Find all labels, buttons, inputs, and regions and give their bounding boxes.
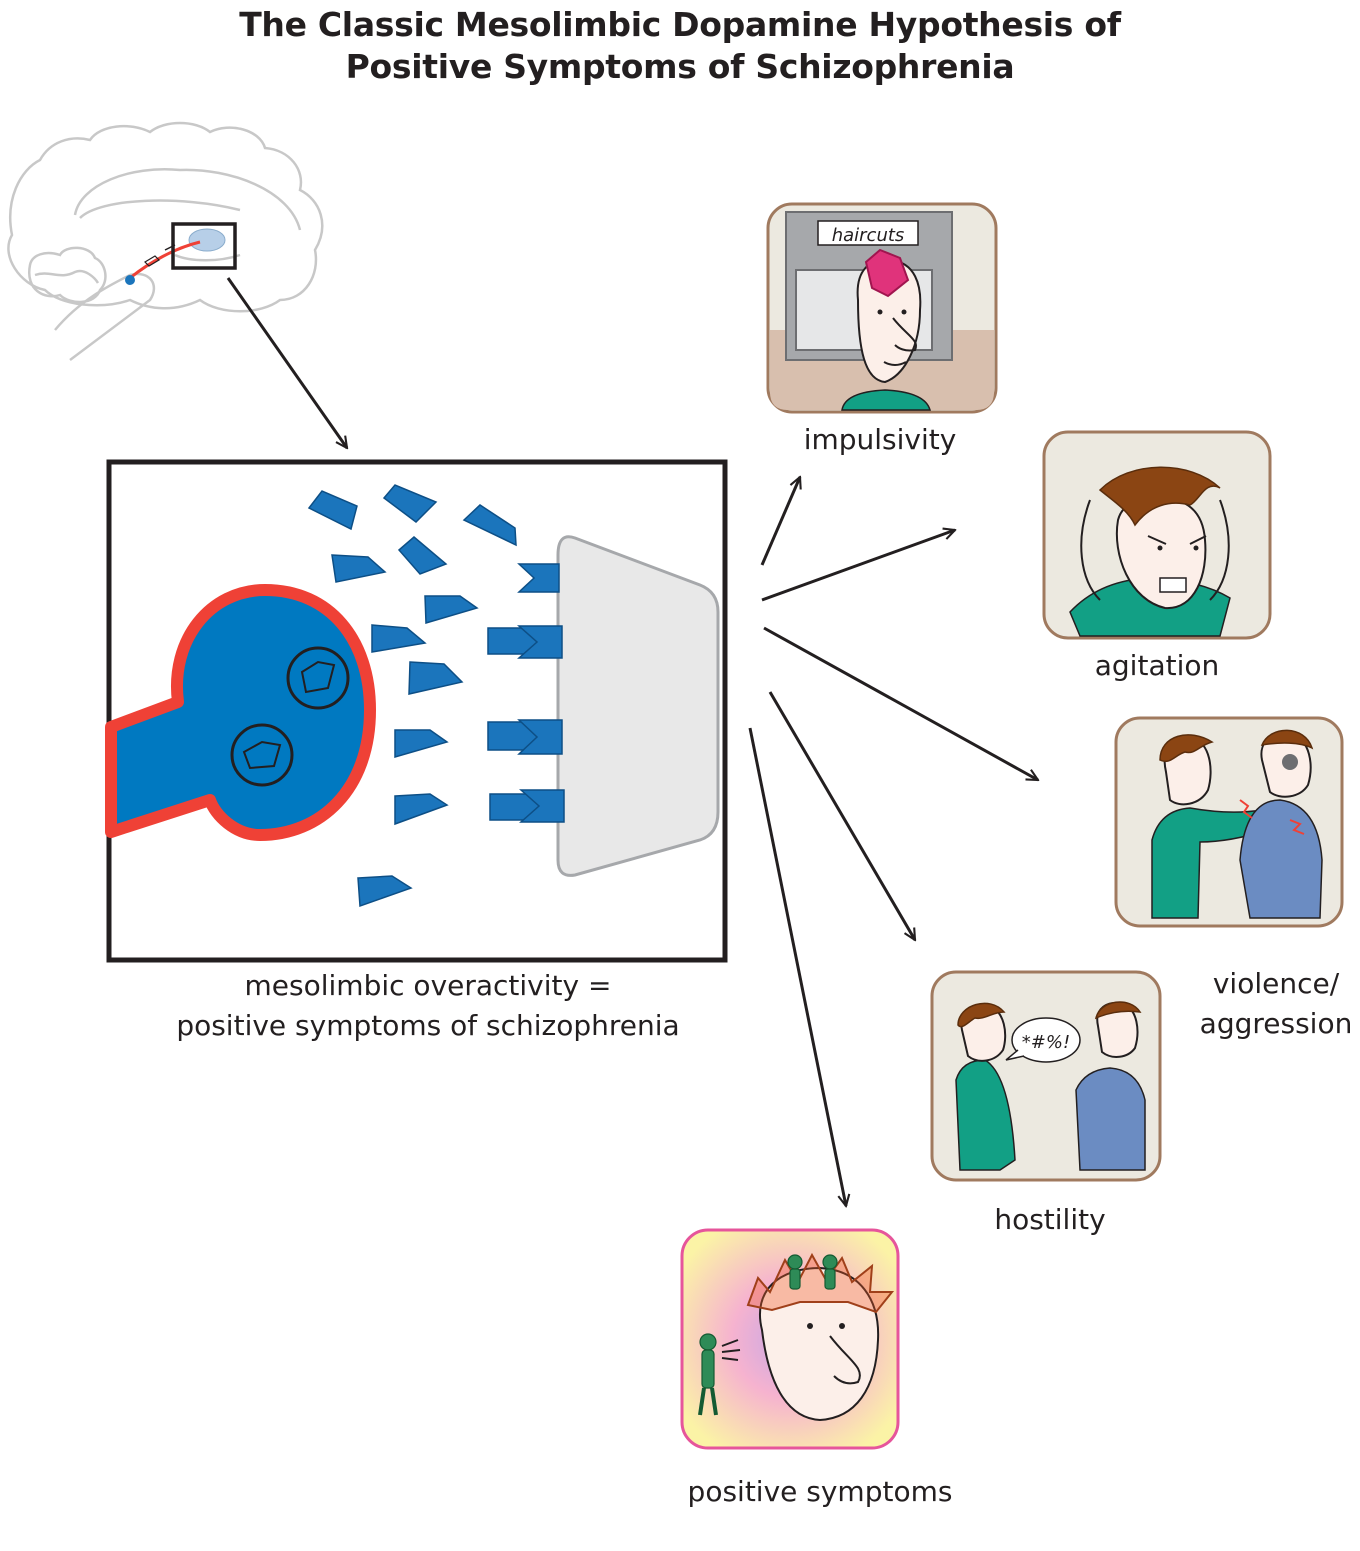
- hostility-panel: *#%!: [930, 970, 1162, 1182]
- positive-symptoms-label: positive symptoms: [687, 1475, 953, 1508]
- haircuts-sign: haircuts: [832, 225, 905, 246]
- synapse-panel: [105, 459, 728, 963]
- agitation-panel: [1042, 430, 1272, 640]
- receptor-bound-dopamine: [487, 563, 565, 823]
- violence-label: violence/: [1212, 967, 1340, 1000]
- synaptic-vesicle: [286, 646, 350, 710]
- arrow-to-positive-symptoms: [748, 727, 846, 1206]
- positive-symptoms-panel: [680, 1228, 900, 1450]
- hostility-label: hostility: [994, 1203, 1106, 1236]
- impulsivity-panel: haircuts: [766, 202, 998, 414]
- violence-aggression-label: violence/ aggression: [1192, 964, 1360, 1044]
- zoom-arrow: [226, 277, 347, 448]
- title-line-2: Positive Symptoms of Schizophrenia: [345, 47, 1015, 86]
- diagram-title: The Classic Mesolimbic Dopamine Hypothes…: [0, 4, 1360, 88]
- synapse-caption-line-1: mesolimbic overactivity =: [244, 969, 612, 1002]
- impulsivity-label: impulsivity: [803, 423, 957, 456]
- arrow-to-violence: [763, 626, 1038, 782]
- arrow-to-agitation: [761, 530, 955, 602]
- synapse-caption: mesolimbic overactivity = positive sympt…: [110, 966, 746, 1046]
- brain-illustration: [7, 121, 324, 361]
- hostility-speech-bubble: *#%!: [1022, 1032, 1070, 1053]
- mesolimbic-pathway-inset: [125, 222, 237, 285]
- violence-aggression-panel: [1114, 716, 1344, 928]
- little-green-figures: [698, 1254, 838, 1416]
- symptom-arrows: [748, 477, 1038, 1206]
- arrow-to-impulsivity: [760, 477, 800, 566]
- synaptic-vesicle: [230, 723, 294, 787]
- arrow-to-hostility: [768, 691, 917, 940]
- dopamine-molecules: [307, 484, 517, 908]
- agitation-label: agitation: [1094, 649, 1220, 682]
- postsynaptic-neuron: [556, 535, 720, 877]
- title-line-1: The Classic Mesolimbic Dopamine Hypothes…: [239, 5, 1121, 44]
- aggression-label: aggression: [1199, 1007, 1353, 1040]
- synapse-caption-line-2: positive symptoms of schizophrenia: [176, 1009, 680, 1042]
